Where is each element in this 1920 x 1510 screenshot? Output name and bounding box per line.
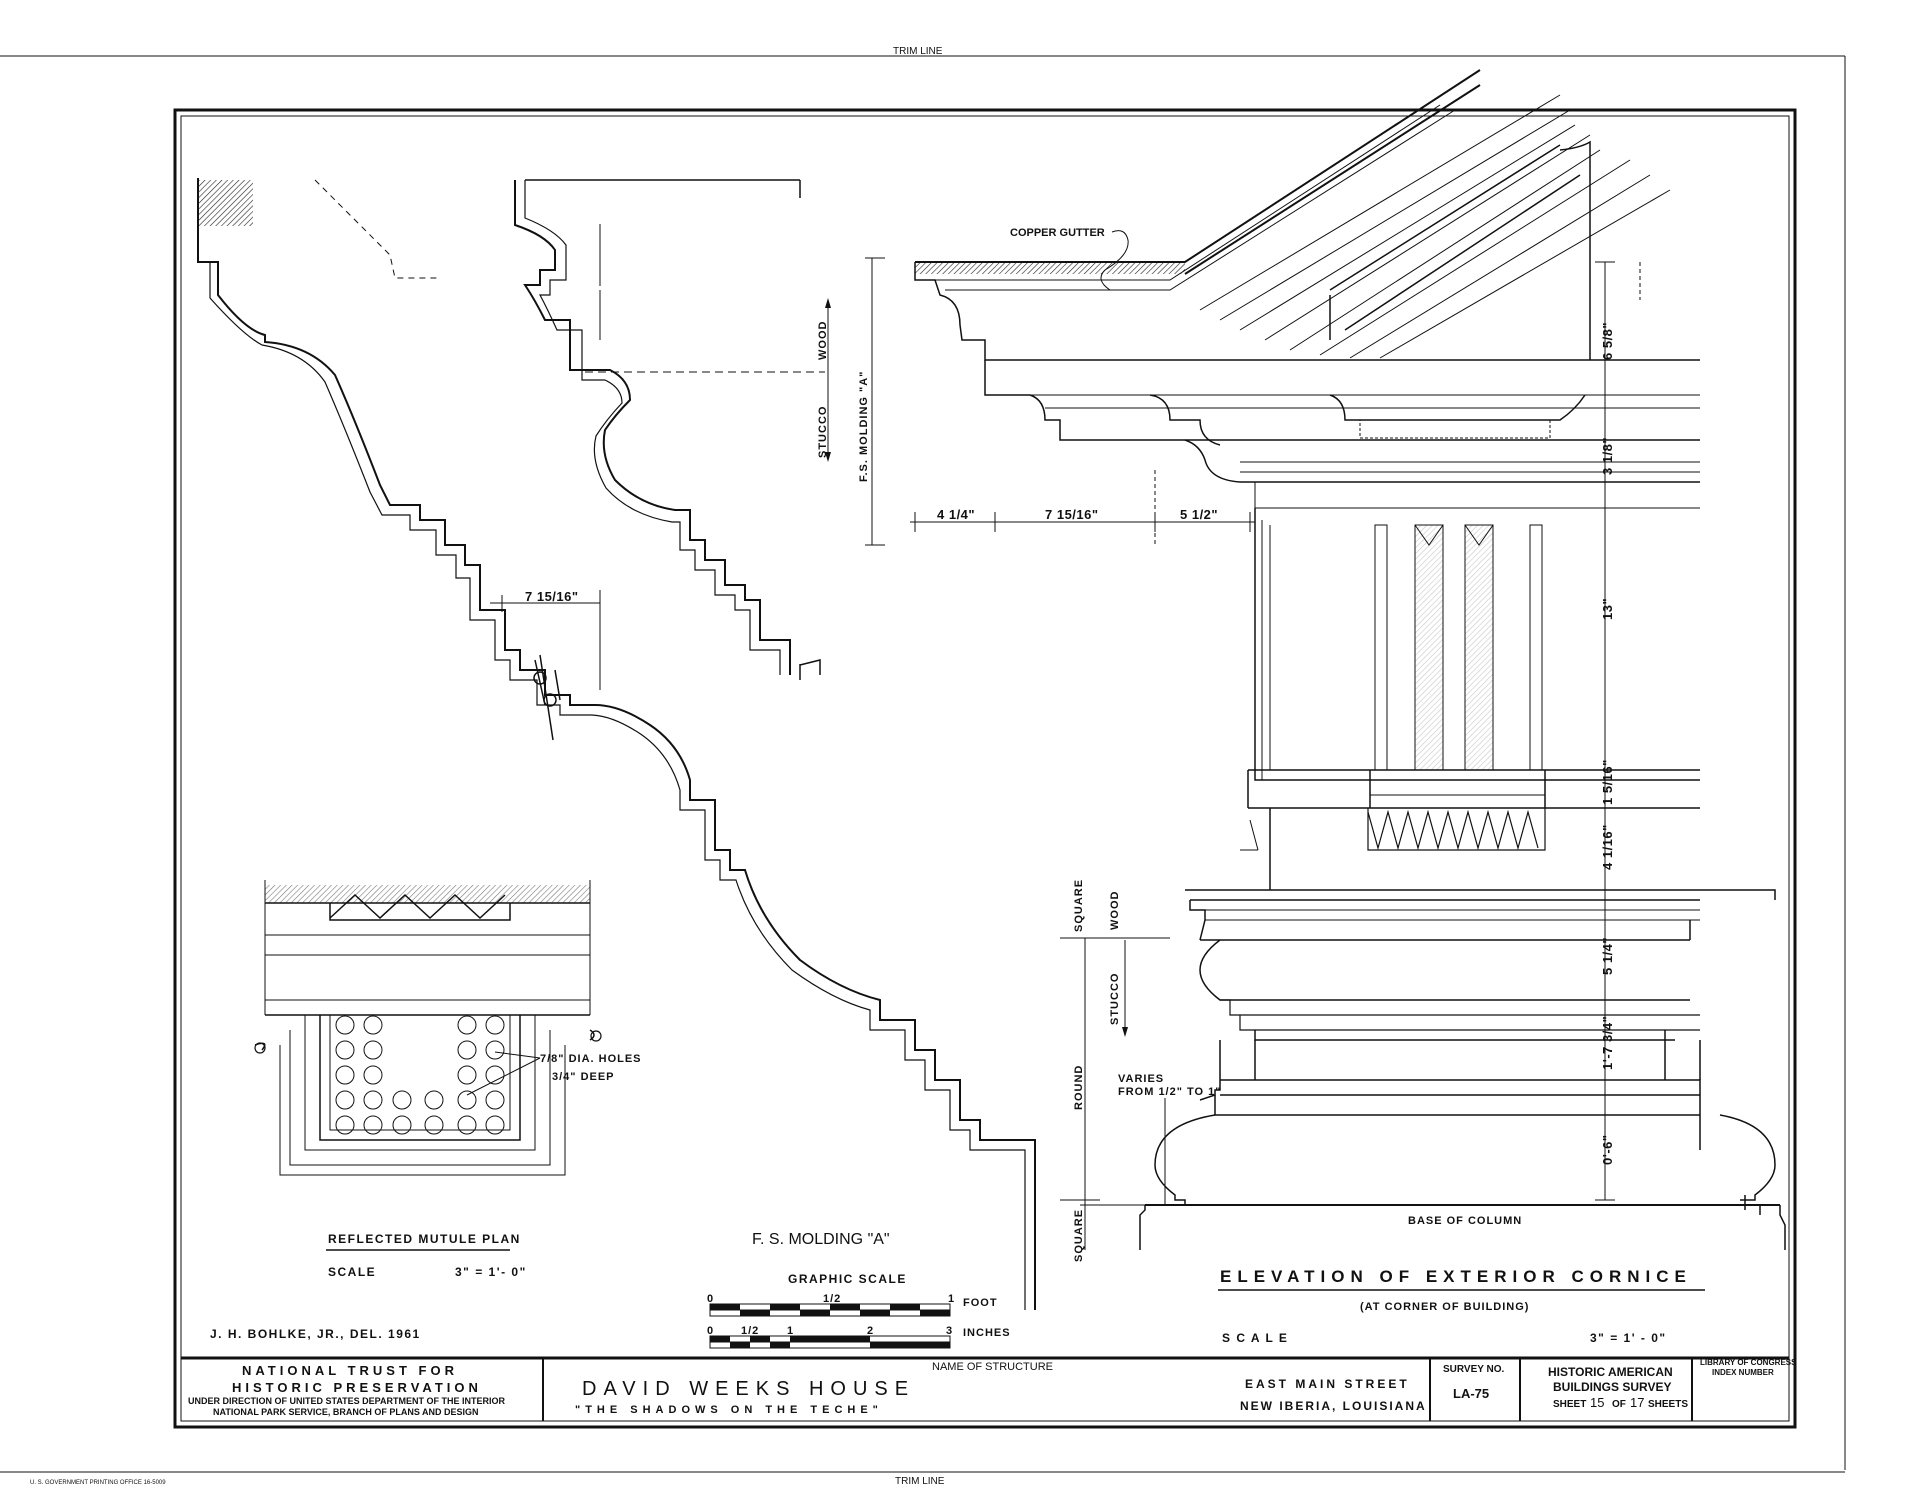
of-word: OF [1612,1399,1626,1410]
stucco-label: STUCCO [817,406,829,458]
scale-inch-1: 1 [787,1325,794,1337]
dim-top-2: 7 15/16" [1045,507,1099,522]
scale-inch-0: 0 [707,1325,714,1337]
structure-name: DAVID WEEKS HOUSE [582,1378,915,1400]
copper-gutter-label: COPPER GUTTER [1010,227,1105,239]
varies-label: VARIES [1118,1073,1164,1085]
delineator: J. H. BOHLKE, JR., DEL. 1961 [210,1327,421,1341]
habs-line-1: HISTORIC AMERICAN [1548,1365,1673,1379]
loc-line-2: INDEX NUMBER [1712,1368,1774,1377]
loc-line-1: LIBRARY OF CONGRESS [1700,1358,1797,1367]
habs-line-2: BUILDINGS SURVEY [1553,1380,1671,1394]
base-stucco-label: STUCCO [1109,973,1121,1025]
wood-label: WOOD [817,321,829,360]
base-of-column-label: BASE OF COLUMN [1408,1215,1522,1227]
fs-caption: F. S. MOLDING "A" GRAPHIC SCALE [752,1231,907,1286]
scale-inch-unit: INCHES [963,1327,1011,1339]
cornice-elevation-drawing: COPPER GUTTER 4 1/4" 7 15/16" 5 1/2" 6 5… [910,69,1786,1262]
name-of-structure-label: NAME OF STRUCTURE [932,1361,1053,1373]
dim-right-2: 3 1/8" [1600,437,1615,475]
sheet-number: 15 [1590,1395,1604,1410]
trust-line-3: UNDER DIRECTION OF UNITED STATES DEPARTM… [188,1396,506,1406]
base-square-bottom-label: SQUARE [1073,1209,1085,1262]
fs-title: F. S. MOLDING "A" [752,1231,890,1248]
holes-label-2: 3/4" DEEP [552,1071,615,1083]
survey-no-label: SURVEY NO. [1443,1364,1505,1375]
dim-right-8: 0'-6" [1600,1134,1615,1165]
mutule-scale-value: 3" = 1'- 0" [455,1265,527,1279]
elevation-subtitle: (AT CORNER OF BUILDING) [1360,1301,1529,1313]
base-round-label: ROUND [1073,1065,1085,1110]
trust-line-2: HISTORIC PRESERVATION [232,1380,482,1395]
scale-inch-3: 3 [946,1325,953,1337]
dim-top-1: 4 1/4" [937,507,975,522]
title-block: NATIONAL TRUST FOR HISTORIC PRESERVATION… [181,1356,1797,1421]
elevation-scale-value: 3" = 1' - 0" [1590,1331,1667,1345]
mutule-holes [335,1015,505,1135]
trim-top-label: TRIM LINE [893,46,943,57]
dim-right-1: 6 5/8" [1600,322,1615,360]
mutule-title: REFLECTED MUTULE PLAN [328,1232,521,1246]
dim-right-7: 1'-7 3/4" [1600,1016,1615,1070]
trim-bottom-label: TRIM LINE [895,1476,945,1487]
scale-foot-1: 1 [948,1293,955,1305]
graphic-scale-label: GRAPHIC SCALE [788,1272,907,1286]
cornice-profile-drawing: 7 15/16" [197,178,1036,1310]
fs-molding-profile-drawing: WOOD STUCCO F.S. MOLDING "A" [514,179,885,680]
graphic-scale: 0 1/2 1 FOOT 0 1/2 1 2 3 INCHES [707,1293,1011,1349]
dim-right-3: 13" [1600,598,1615,620]
profile-dimension: 7 15/16" [525,589,579,604]
dim-right-6: 5 1/4" [1600,937,1615,975]
scale-foot-half: 1/2 [823,1293,841,1305]
elevation-caption: ELEVATION OF EXTERIOR CORNICE (AT CORNER… [1218,1267,1705,1345]
sheet-total: 17 [1630,1395,1644,1410]
elevation-scale-label: S C A L E [1222,1331,1288,1345]
address-line-1: EAST MAIN STREET [1245,1377,1410,1391]
gpo-note: U. S. GOVERNMENT PRINTING OFFICE 16-5009 [30,1480,166,1486]
scale-inch-half: 1/2 [741,1325,759,1337]
structure-nickname: "THE SHADOWS ON THE TECHE" [575,1404,883,1416]
varies-range-label: FROM 1/2" TO 1" [1118,1086,1221,1098]
holes-label-1: 7/8" DIA. HOLES [540,1053,642,1065]
trust-line-1: NATIONAL TRUST FOR [242,1363,458,1378]
sheet-border [173,108,1797,1429]
mutule-caption: REFLECTED MUTULE PLAN SCALE 3" = 1'- 0" [326,1232,527,1279]
base-wood-label: WOOD [1109,891,1121,930]
trust-line-4: NATIONAL PARK SERVICE, BRANCH OF PLANS A… [213,1407,479,1417]
survey-no: LA-75 [1453,1386,1489,1401]
address-line-2: NEW IBERIA, LOUISIANA [1240,1399,1427,1413]
sheet-border-inner [180,115,1790,1422]
sheet-word: SHEET [1553,1399,1586,1410]
base-square-top-label: SQUARE [1073,879,1085,932]
elevation-title: ELEVATION OF EXTERIOR CORNICE [1220,1267,1692,1286]
dim-right-4: 1 5/16" [1600,759,1615,805]
fs-molding-vertical-label: F.S. MOLDING "A" [858,371,870,482]
trim-top: TRIM LINE [0,46,1845,57]
scale-foot-0: 0 [707,1293,714,1305]
dim-right-5: 4 1/16" [1600,824,1615,870]
trim-bottom: TRIM LINE U. S. GOVERNMENT PRINTING OFFI… [0,1471,1845,1487]
scale-foot-unit: FOOT [963,1297,998,1309]
mutule-plan-drawing: 7/8" DIA. HOLES 3/4" DEEP [254,880,642,1176]
mutule-scale-label: SCALE [328,1265,376,1279]
scale-inch-2: 2 [867,1325,874,1337]
sheets-word: SHEETS [1648,1399,1688,1410]
dim-top-3: 5 1/2" [1180,507,1218,522]
